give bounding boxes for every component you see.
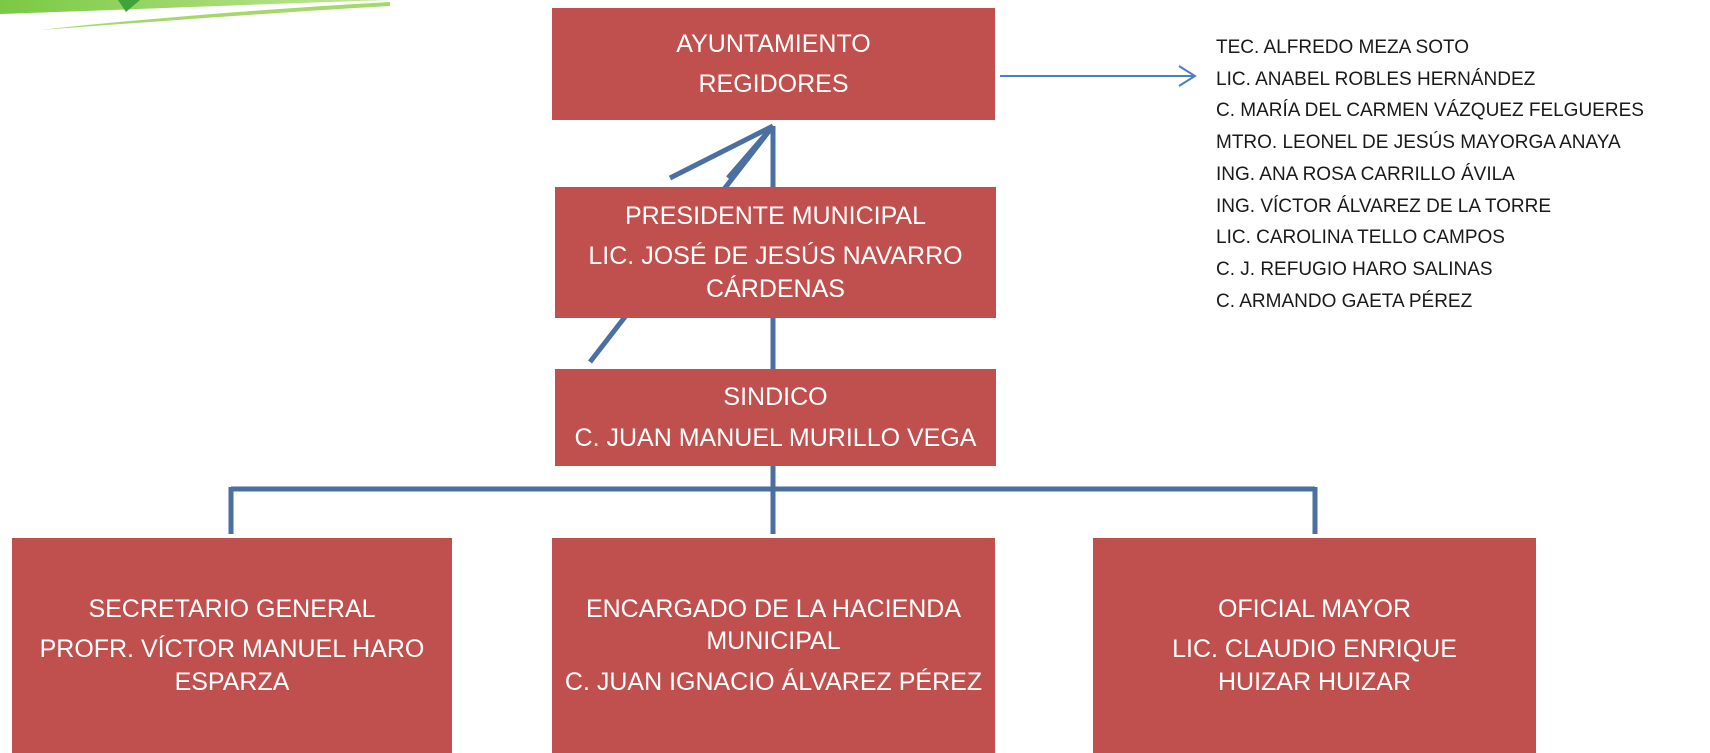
- connector-inner-diagonal: [726, 124, 775, 180]
- sindico-title: SINDICO: [723, 383, 828, 411]
- box-hacienda-municipal: ENCARGADO DE LA HACIENDA MUNICIPAL C. JU…: [552, 538, 995, 753]
- regidor-item: C. ARMANDO GAETA PÉREZ: [1216, 290, 1473, 312]
- regidor-item: TEC. ALFREDO MEZA SOTO: [1216, 37, 1470, 58]
- regidor-item: MTRO. LEONEL DE JESÚS MAYORGA ANAYA: [1216, 132, 1621, 154]
- secretario-name: PROFR. VÍCTOR MANUEL HARO ESPARZA: [39, 635, 425, 696]
- oficial-name: LIC. CLAUDIO ENRIQUE HUIZAR HUIZAR: [1172, 635, 1457, 696]
- box-presidente-municipal: PRESIDENTE MUNICIPAL LIC. JOSÉ DE JESÚS …: [555, 187, 996, 318]
- box-secretario-general: SECRETARIO GENERAL PROFR. VÍCTOR MANUEL …: [12, 538, 452, 753]
- regidores-list: TEC. ALFREDO MEZA SOTO LIC. ANABEL ROBLE…: [1216, 32, 1644, 317]
- hacienda-title: ENCARGADO DE LA HACIENDA MUNICIPAL: [585, 594, 962, 656]
- regidor-item: ING. VÍCTOR ÁLVAREZ DE LA TORRE: [1216, 195, 1552, 217]
- regidor-item: LIC. CAROLINA TELLO CAMPOS: [1216, 227, 1505, 249]
- box-oficial-mayor: OFICIAL MAYOR LIC. CLAUDIO ENRIQUE HUIZA…: [1093, 538, 1536, 753]
- ayuntamiento-title: AYUNTAMIENTO: [676, 29, 871, 58]
- presidente-title: PRESIDENTE MUNICIPAL: [625, 201, 926, 230]
- green-swoosh-logo: [0, 0, 390, 30]
- arrow-to-regidores-icon: [1000, 65, 1197, 87]
- box-sindico: SINDICO C. JUAN MANUEL MURILLO VEGA: [555, 369, 996, 466]
- regidor-item: ING. ANA ROSA CARRILLO ÁVILA: [1216, 163, 1515, 185]
- regidor-item: C. J. REFUGIO HARO SALINAS: [1216, 258, 1493, 280]
- secretario-title: SECRETARIO GENERAL: [88, 594, 376, 623]
- box-ayuntamiento: AYUNTAMIENTO REGIDORES: [552, 8, 995, 120]
- presidente-name: LIC. JOSÉ DE JESÚS NAVARRO CÁRDENAS: [588, 242, 963, 303]
- regidor-item: LIC. ANABEL ROBLES HERNÁNDEZ: [1216, 68, 1536, 90]
- connector-presidente-to-ayuntamiento-diagonal: [668, 123, 775, 181]
- regidor-item: C. MARÍA DEL CARMEN VÁZQUEZ FELGUERES: [1216, 100, 1644, 122]
- ayuntamiento-subtitle: REGIDORES: [698, 70, 849, 98]
- sindico-name: C. JUAN MANUEL MURILLO VEGA: [574, 423, 977, 452]
- hacienda-name: C. JUAN IGNACIO ÁLVAREZ PÉREZ: [564, 667, 983, 696]
- oficial-title: OFICIAL MAYOR: [1217, 594, 1412, 623]
